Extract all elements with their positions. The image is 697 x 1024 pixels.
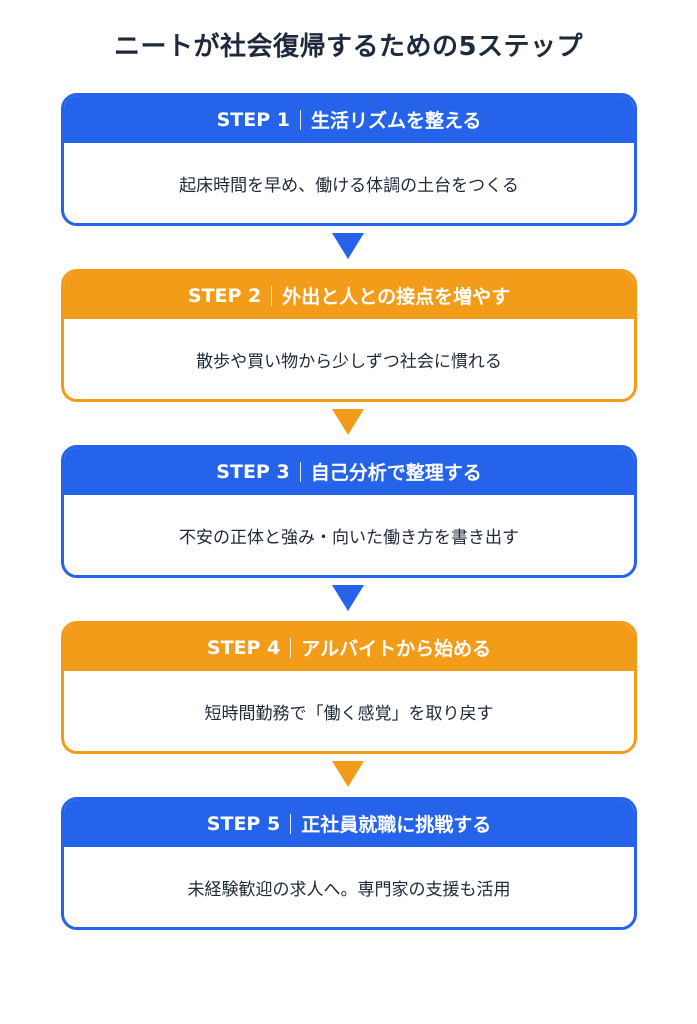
- step-description: 不安の正体と強み・向いた働き方を書き出す: [179, 527, 519, 548]
- step-heading: 正社員就職に挑戦する: [301, 814, 492, 836]
- page-title: ニートが社会復帰するための5ステップ: [113, 32, 584, 62]
- step-description: 未経験歓迎の求人へ。専門家の支援も活用: [187, 879, 511, 900]
- step-heading: 生活リズムを整える: [310, 110, 482, 132]
- step-heading: 外出と人との接点を増やす: [282, 286, 511, 308]
- step-separator: [299, 461, 301, 482]
- step-label: STEP 4: [206, 636, 281, 659]
- step-card-4: STEP 4 アルバイトから始める 短時間勤務で「働く感覚」を取り戻す: [61, 621, 637, 754]
- step-label: STEP 2: [187, 284, 262, 307]
- step-heading: アルバイトから始める: [301, 638, 492, 660]
- step-description: 短時間勤務で「働く感覚」を取り戻す: [204, 703, 494, 724]
- step-description: 起床時間を早め、働ける体調の土台をつくる: [179, 175, 519, 196]
- step-description: 散歩や買い物から少しずつ社会に慣れる: [196, 351, 502, 372]
- step-heading: 自己分析で整理する: [310, 462, 482, 484]
- step-label: STEP 5: [206, 812, 281, 835]
- step-card-3: STEP 3 自己分析で整理する 不安の正体と強み・向いた働き方を書き出す: [61, 445, 637, 578]
- step-separator: [271, 285, 273, 306]
- step-card-1: STEP 1 生活リズムを整える 起床時間を早め、働ける体調の土台をつくる: [61, 93, 637, 226]
- step-header: STEP 2 外出と人との接点を増やす: [64, 272, 634, 319]
- step-separator: [299, 109, 301, 130]
- down-arrow-icon: [332, 761, 364, 787]
- step-separator: [290, 637, 292, 658]
- step-card-2: STEP 2 外出と人との接点を増やす 散歩や買い物から少しずつ社会に慣れる: [61, 269, 637, 402]
- step-header: STEP 3 自己分析で整理する: [64, 448, 634, 495]
- step-label: STEP 1: [216, 108, 290, 131]
- step-header: STEP 5 正社員就職に挑戦する: [64, 800, 634, 847]
- step-separator: [290, 813, 292, 834]
- down-arrow-icon: [332, 233, 364, 259]
- step-header: STEP 1 生活リズムを整える: [64, 96, 634, 143]
- step-header: STEP 4 アルバイトから始める: [64, 624, 634, 671]
- down-arrow-icon: [332, 409, 364, 435]
- step-label: STEP 3: [216, 460, 290, 483]
- step-card-5: STEP 5 正社員就職に挑戦する 未経験歓迎の求人へ。専門家の支援も活用: [61, 797, 637, 930]
- down-arrow-icon: [332, 585, 364, 611]
